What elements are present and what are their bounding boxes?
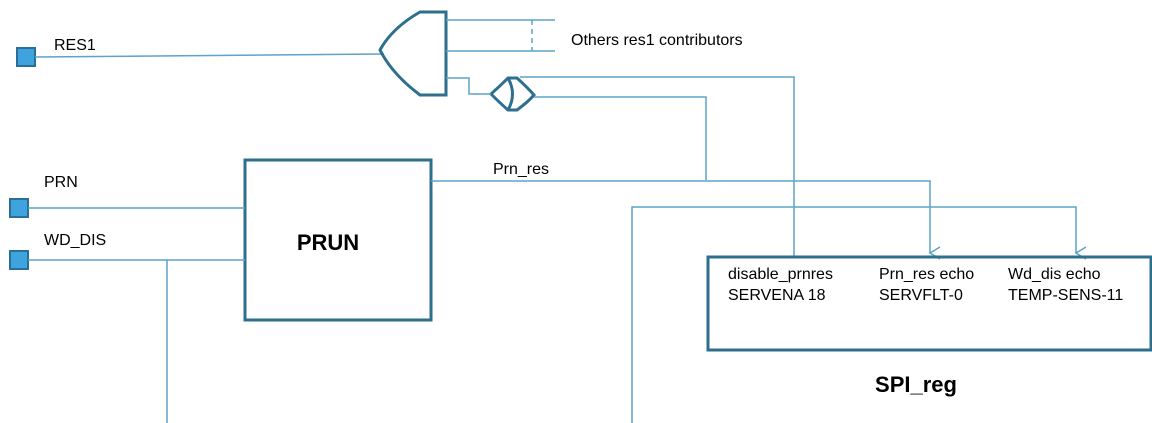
prn-res-wire bbox=[431, 180, 941, 260]
or-to-and-wire bbox=[446, 77, 491, 95]
spi-reg-title: SPI_reg bbox=[875, 372, 957, 397]
prun-label: PRUN bbox=[297, 230, 359, 255]
spi-field-name: disable_prnres bbox=[728, 266, 833, 283]
wd-dis-label: WD_DIS bbox=[44, 232, 106, 249]
prn-port bbox=[9, 198, 29, 218]
spi-reg-block bbox=[706, 255, 1152, 352]
or-input-bottom bbox=[534, 96, 707, 180]
spi-field-name: Prn_res echo bbox=[879, 266, 974, 283]
res1-label: RES1 bbox=[54, 37, 96, 54]
wd-dis-port bbox=[9, 250, 29, 270]
wd-dis-echo-wire bbox=[631, 206, 1087, 423]
spi-field-reg: SERVFLT-0 bbox=[879, 287, 963, 304]
spi-field-reg: SERVENA 18 bbox=[728, 287, 826, 304]
res1-port bbox=[16, 47, 36, 67]
spi-field-reg: TEMP-SENS-11 bbox=[1008, 287, 1123, 304]
res1-wire bbox=[34, 53, 385, 58]
others-label: Others res1 contributors bbox=[571, 32, 743, 49]
or-input-top bbox=[520, 76, 795, 257]
prun-block bbox=[243, 158, 433, 322]
or-gate bbox=[488, 76, 536, 112]
prn-label: PRN bbox=[44, 174, 78, 191]
spi-field-name: Wd_dis echo bbox=[1008, 266, 1101, 283]
or-gate-inner bbox=[506, 77, 514, 111]
prn-res-label: Prn_res bbox=[493, 161, 549, 178]
and-gate bbox=[378, 10, 448, 97]
